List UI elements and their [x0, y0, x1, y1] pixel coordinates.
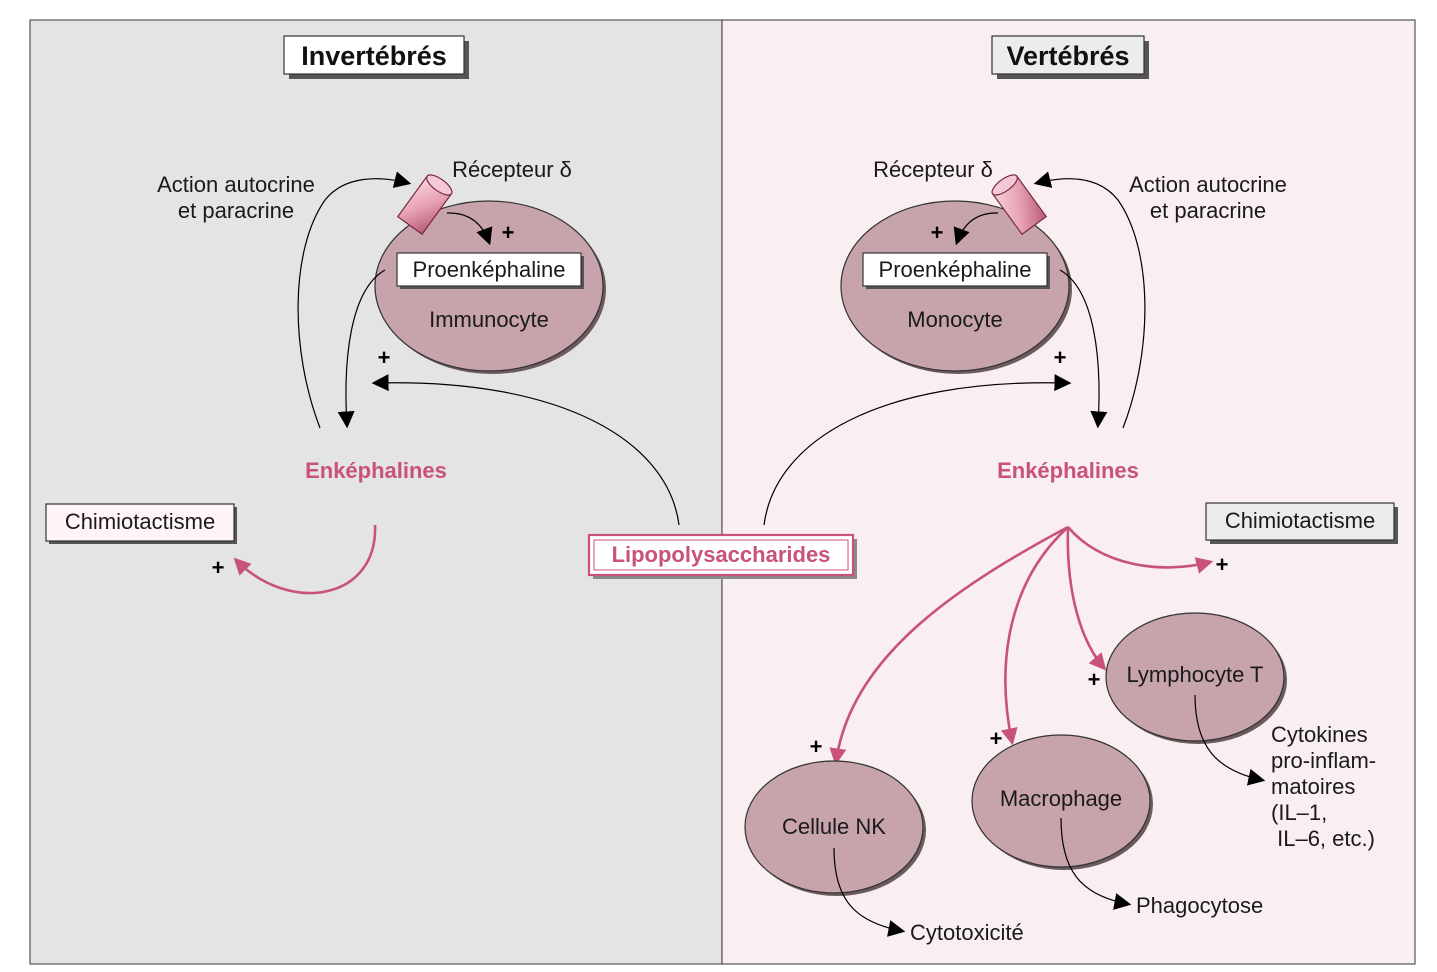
right-to-nk-arrow — [829, 525, 1069, 766]
right-nk-plus: + — [810, 734, 823, 759]
left-proenkephaline-box — [396, 252, 582, 287]
left-lps-plus: + — [378, 345, 391, 370]
left-enkephalines-label: Enképhalines — [305, 458, 447, 483]
nk-label: Cellule NK — [782, 814, 886, 839]
right-lps-plus: + — [1054, 345, 1067, 370]
left-receptor-plus: + — [502, 220, 515, 245]
cytotoxicite-label: Cytotoxicité — [910, 920, 1024, 945]
phagocytose-label: Phagocytose — [1136, 893, 1263, 918]
left-autocrine-arrow — [297, 171, 412, 429]
left-receptor-icon — [396, 174, 453, 236]
cytokines-line-4: IL–6, etc.) — [1271, 826, 1375, 851]
right-action-line1: Action autocrine — [1129, 172, 1287, 197]
left-action-line1: Action autocrine — [157, 172, 315, 197]
right-lymphocyte-plus: + — [1088, 667, 1101, 692]
nk-output-arrow — [833, 847, 906, 937]
lymphocyte-cell — [1105, 612, 1285, 742]
left-chemotaxis-label: Chimiotactisme — [65, 509, 215, 534]
left-proenkephaline-label: Proenképhaline — [413, 257, 566, 282]
left-chemotaxis-plus: + — [212, 555, 225, 580]
cytokines-line-0: Cytokines — [1271, 722, 1368, 747]
right-to-macrophage-arrow — [1000, 526, 1069, 746]
lps-box — [587, 533, 855, 577]
left-chemotaxis-box — [45, 503, 235, 542]
macrophage-output-arrow — [1060, 817, 1132, 910]
right-receptor-label: Récepteur δ — [873, 157, 993, 182]
right-secretion-arrow — [1059, 269, 1108, 429]
macrophage-cell — [971, 734, 1151, 868]
right-macrophage-plus: + — [990, 726, 1003, 751]
lymphocyte-label: Lymphocyte T — [1127, 662, 1264, 687]
right-proenkephaline-label: Proenképhaline — [879, 257, 1032, 282]
left-action-line2: et paracrine — [178, 198, 294, 223]
right-chemotaxis-box — [1205, 502, 1395, 541]
cytokines-line-3: (IL–1, — [1271, 800, 1327, 825]
lps-label: Lipopolysaccharides — [612, 542, 831, 567]
right-receptor-arrow — [953, 212, 999, 246]
lymphocyte-output-arrow — [1194, 694, 1266, 786]
left-receptor-arrow — [446, 212, 493, 246]
right-autocrine-arrow — [1033, 171, 1146, 429]
right-receptor-plus: + — [931, 220, 944, 245]
left-chemotaxis-arrow — [233, 524, 377, 595]
right-to-lymphocyte-arrow — [1066, 526, 1107, 671]
right-enkephalines-label: Enképhalines — [997, 458, 1139, 483]
macrophage-label: Macrophage — [1000, 786, 1122, 811]
immunocyte-label: Immunocyte — [429, 307, 549, 332]
cytokines-text: Cytokines pro-inflam- matoires (IL–1, IL… — [1271, 722, 1376, 851]
right-action-line2: et paracrine — [1150, 198, 1266, 223]
right-chemotaxis-plus: + — [1216, 552, 1229, 577]
cytokines-line-2: matoires — [1271, 774, 1355, 799]
right-lps-arrow — [763, 374, 1072, 526]
left-lps-arrow — [371, 374, 680, 526]
right-title-box: Vertébrés — [991, 35, 1149, 79]
right-receptor-icon — [991, 174, 1048, 236]
nk-cell — [744, 760, 924, 894]
left-receptor-label: Récepteur δ — [452, 157, 572, 182]
right-proenkephaline-box — [862, 252, 1048, 287]
cytokines-line-1: pro-inflam- — [1271, 748, 1376, 773]
right-chemotaxis-label: Chimiotactisme — [1225, 508, 1375, 533]
right-to-chemotaxis-arrow — [1067, 526, 1214, 574]
left-title-box: Invertébrés — [283, 35, 469, 79]
left-title: Invertébrés — [301, 41, 447, 71]
left-secretion-arrow — [337, 269, 386, 429]
left-panel — [29, 19, 723, 965]
right-title: Vertébrés — [1006, 41, 1129, 71]
monocyte-label: Monocyte — [907, 307, 1002, 332]
